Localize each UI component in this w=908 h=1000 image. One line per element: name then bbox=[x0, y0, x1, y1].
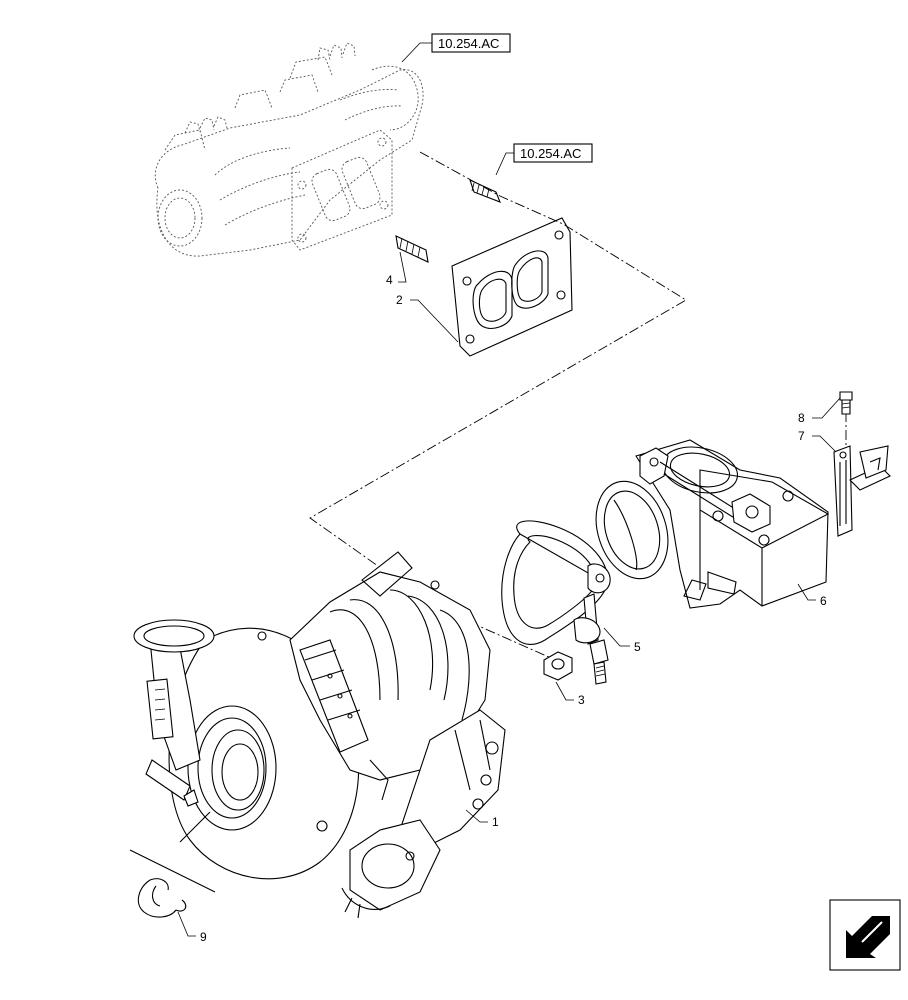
callout-number: 7 bbox=[798, 429, 805, 443]
centerline-gasket bbox=[309, 151, 687, 567]
bracket-item-7 bbox=[833, 445, 891, 537]
callout-number: 2 bbox=[396, 293, 403, 307]
nut-item-3 bbox=[543, 651, 573, 681]
callout-number: 9 bbox=[200, 930, 207, 944]
callout-6[interactable]: 6 bbox=[797, 583, 827, 608]
reference-label: 10.254.AC bbox=[438, 36, 499, 51]
callout-number: 4 bbox=[386, 273, 393, 287]
callout-7[interactable]: 7 bbox=[798, 429, 837, 453]
bolt-item-8 bbox=[839, 391, 853, 415]
circlip-item-9 bbox=[129, 811, 216, 918]
callout-8[interactable]: 8 bbox=[798, 397, 841, 425]
stud-item-4 bbox=[395, 235, 429, 263]
callout-3[interactable]: 3 bbox=[555, 681, 585, 707]
callout-4[interactable]: 4 bbox=[386, 251, 407, 287]
callout-9[interactable]: 9 bbox=[177, 911, 207, 944]
reference-box-top[interactable]: 10.254.AC bbox=[401, 33, 511, 63]
callout-2[interactable]: 2 bbox=[396, 293, 459, 343]
back-arrow-icon[interactable] bbox=[829, 899, 901, 971]
callout-5[interactable]: 5 bbox=[603, 627, 641, 654]
callout-number: 5 bbox=[634, 640, 641, 654]
callout-number: 3 bbox=[578, 693, 585, 707]
callout-number: 1 bbox=[492, 815, 499, 829]
reference-label: 10.254.AC bbox=[520, 146, 581, 161]
turbocharger-item-1 bbox=[133, 551, 506, 919]
gasket-item-2 bbox=[451, 217, 573, 357]
exhaust-brake-item-6 bbox=[595, 439, 830, 609]
callout-number: 6 bbox=[820, 594, 827, 608]
stud-upper bbox=[469, 178, 501, 203]
exhaust-manifold-phantom bbox=[154, 42, 424, 257]
clamp-item-5 bbox=[501, 520, 611, 685]
callout-1[interactable]: 1 bbox=[465, 809, 499, 829]
callout-number: 8 bbox=[798, 411, 805, 425]
reference-box-mid[interactable]: 10.254.AC bbox=[495, 143, 593, 176]
